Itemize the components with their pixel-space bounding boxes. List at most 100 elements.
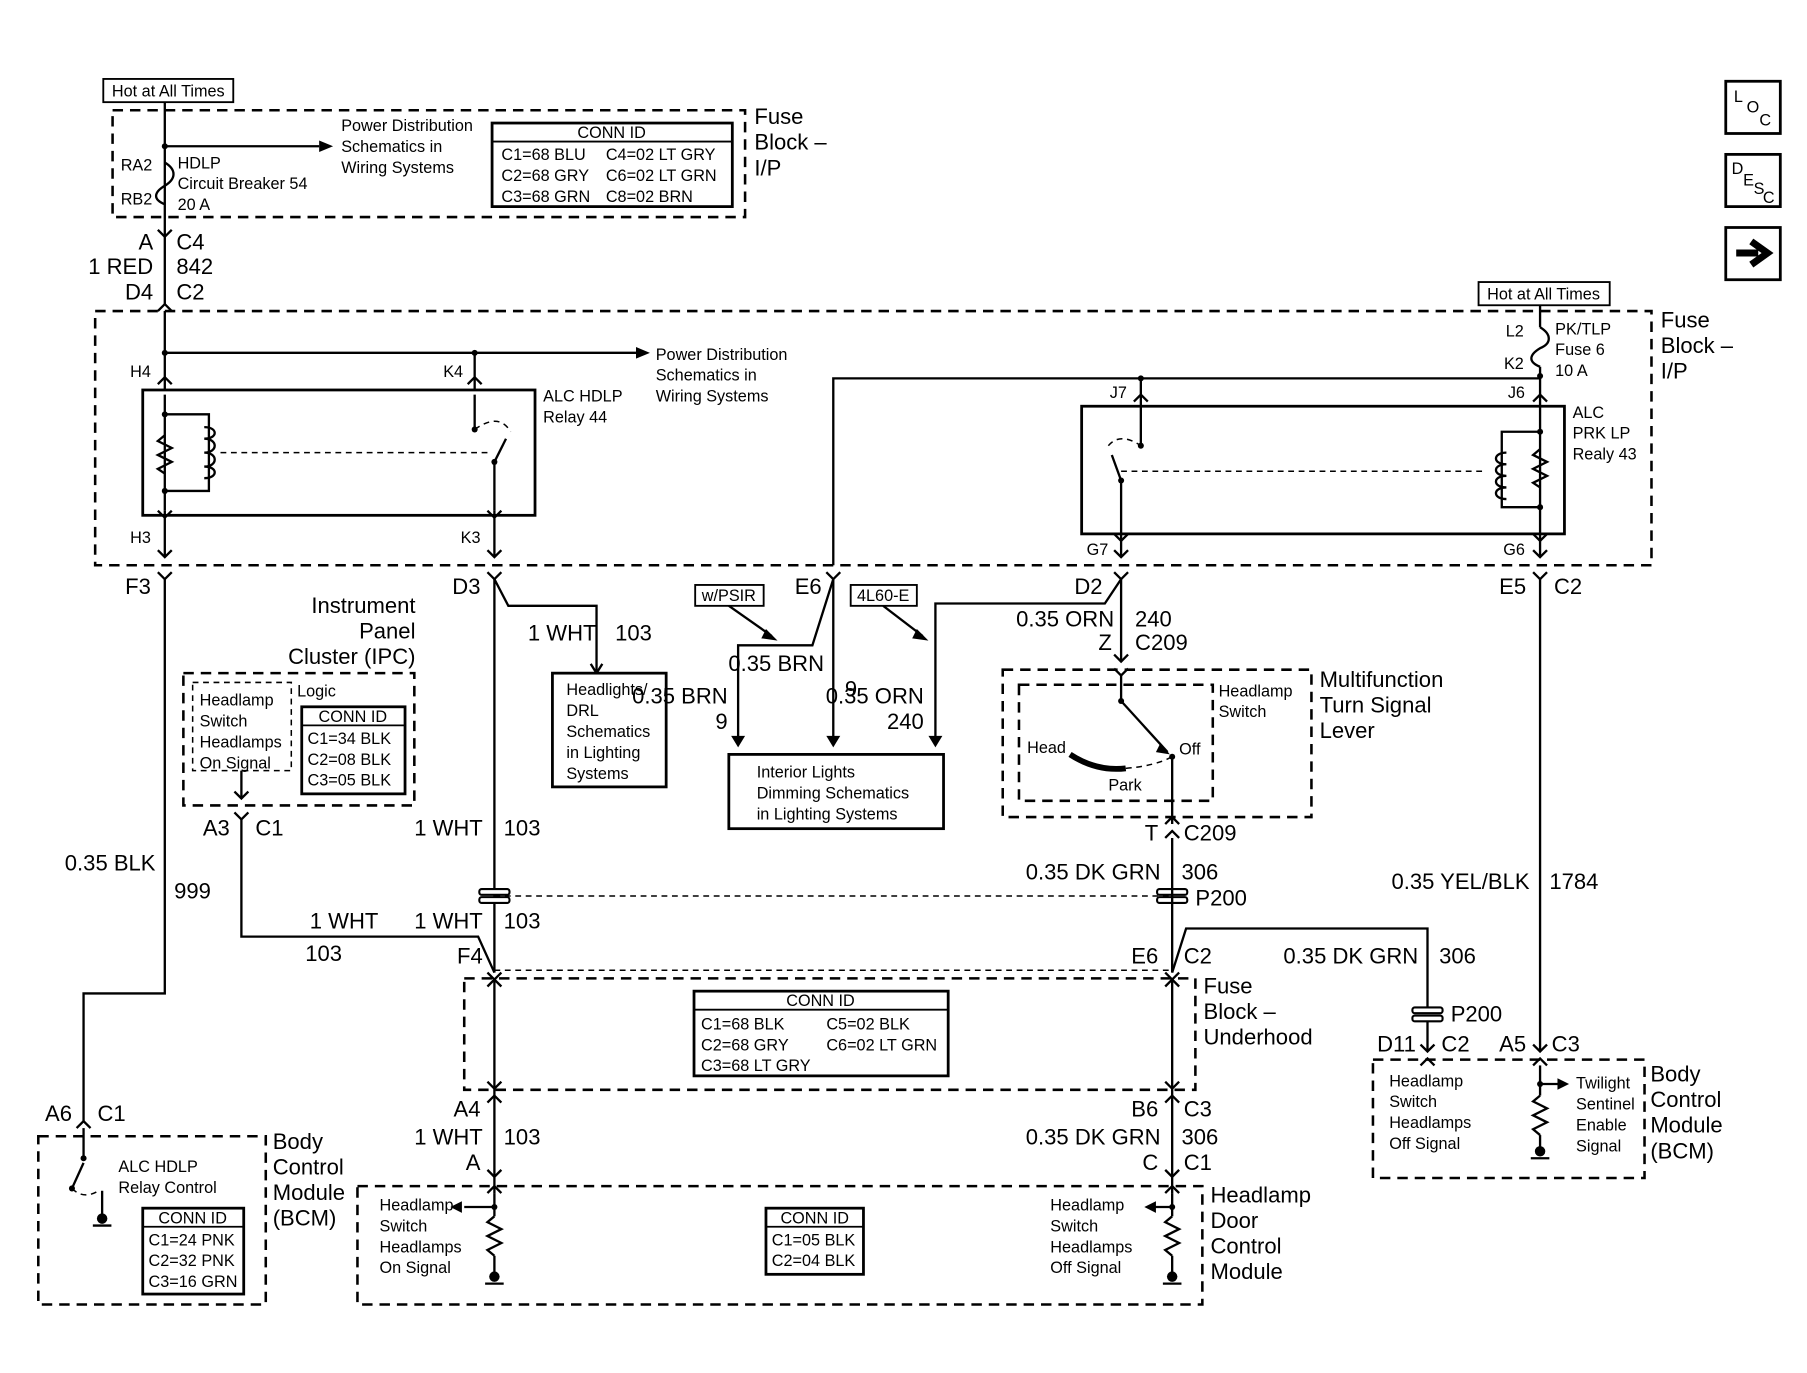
svg-text:C4=02 LT GRY: C4=02 LT GRY [606, 146, 716, 164]
conn-c1-hdcm: C1 [1184, 1150, 1212, 1175]
pin-b6: B6 [1131, 1096, 1158, 1121]
svg-text:Hot at All Times: Hot at All Times [1487, 285, 1600, 303]
ground-icon [1162, 1271, 1182, 1285]
pin-a5: A5 [1499, 1031, 1526, 1056]
head-position-label: Head [1027, 739, 1066, 757]
circuit-1784: 1784 [1549, 869, 1598, 894]
svg-text:C2=32 PNK: C2=32 PNK [149, 1252, 235, 1270]
fuse-block-ip-top [111, 109, 747, 219]
resistor-icon [1530, 448, 1550, 489]
conn-d2: D2 [1074, 574, 1102, 599]
bcm-right-module [1371, 1058, 1646, 1180]
desc-label-s: S [1754, 180, 1765, 198]
pin-h4: H4 [130, 363, 151, 381]
w-psir-label: w/PSIR [694, 584, 765, 607]
pin-h3: H3 [130, 529, 151, 547]
svg-text:C2=68 GRY: C2=68 GRY [701, 1036, 789, 1054]
conn-f4: F4 [457, 943, 483, 968]
bcm-left-module [37, 1134, 268, 1306]
pin-a3: A3 [203, 816, 230, 841]
interior-lights-ref-box [727, 753, 945, 831]
conn-c209-top: C209 [1135, 630, 1188, 655]
svg-text:C6=02 LT GRN: C6=02 LT GRN [826, 1036, 937, 1054]
pin-a-hdcm: A [466, 1150, 481, 1175]
circuit-9-b: 9 [845, 676, 857, 701]
svg-text:C3=68 LT GRY: C3=68 LT GRY [701, 1057, 811, 1075]
pin-a4: A4 [454, 1096, 481, 1121]
conn-e6: E6 [795, 574, 822, 599]
conn-c3-bcm-right: C3 [1552, 1031, 1580, 1056]
loc-label-c: C [1759, 111, 1771, 129]
circuit-240-b: 240 [1135, 607, 1172, 632]
pin-d4: D4 [125, 279, 153, 304]
circuit-306-c: 306 [1181, 1124, 1218, 1149]
off-position-label: Off [1179, 740, 1201, 758]
wire-color-103-c: 1 WHT [310, 908, 379, 933]
svg-text:Hot at All Times: Hot at All Times [112, 82, 225, 100]
svg-text:C8=02 BRN: C8=02 BRN [606, 188, 693, 206]
wire-color-842: 1 RED [88, 254, 153, 279]
circuit-103-d: 103 [504, 908, 541, 933]
svg-text:C1=05 BLK: C1=05 BLK [772, 1231, 856, 1249]
loc-label-o: O [1747, 99, 1760, 117]
circuit-103-e: 103 [504, 1124, 541, 1149]
pin-k2: K2 [1504, 355, 1524, 373]
circuit-306-b: 306 [1439, 943, 1476, 968]
underhood-conn-id-table: CONN ID C1=68 BLK C5=02 BLK C2=68 GRY C6… [692, 989, 950, 1078]
wire-color-999: 0.35 BLK [65, 850, 156, 875]
wire-color-240-b: 0.35 ORN [1016, 607, 1114, 632]
svg-text:CONN ID: CONN ID [577, 124, 646, 142]
conn-c2-bcm-right: C2 [1441, 1031, 1469, 1056]
wire-color-240-a: 0.35 ORN [826, 683, 924, 708]
conn-c4: C4 [176, 230, 204, 255]
headlamp-door-control-module [356, 1184, 1204, 1306]
ipc-module [182, 671, 416, 807]
ipc-conn-id-table: CONN ID C1=34 BLK C2=08 BLK C3=05 BLK [300, 705, 407, 796]
conn-c1-ipc: C1 [255, 816, 283, 841]
conn-id-table-top: CONN ID C1=68 BLU C4=02 LT GRY C2=68 GRY… [490, 121, 734, 208]
circuit-103-a: 103 [615, 621, 652, 646]
headlamp-switch-box [1017, 683, 1215, 803]
conn-c3-underhood: C3 [1184, 1096, 1212, 1121]
svg-text:w/PSIR: w/PSIR [701, 587, 756, 605]
svg-text:C2=68 GRY: C2=68 GRY [501, 167, 589, 185]
svg-text:CONN ID: CONN ID [319, 708, 388, 726]
svg-text:C1=68 BLU: C1=68 BLU [501, 146, 585, 164]
desc-label-c: C [1763, 189, 1775, 207]
svg-text:C1=24 PNK: C1=24 PNK [149, 1231, 235, 1249]
splice-p200-a: P200 [1195, 885, 1246, 910]
coil-icon [204, 425, 216, 480]
pin-ra2: RA2 [121, 157, 153, 175]
svg-text:C3=68 GRN: C3=68 GRN [501, 188, 590, 206]
circuit-842: 842 [176, 254, 213, 279]
pin-a6: A6 [45, 1101, 72, 1126]
svg-text:4L60-E: 4L60-E [857, 587, 910, 605]
coil-icon [1494, 451, 1507, 501]
svg-text:CONN ID: CONN ID [158, 1209, 227, 1227]
svg-text:CONN ID: CONN ID [780, 1209, 849, 1227]
loc-button[interactable]: L O C [1724, 79, 1782, 135]
conn-d3: D3 [452, 574, 480, 599]
conn-c2-842: C2 [176, 279, 204, 304]
alc-prk-lp-relay-43 [1080, 404, 1566, 536]
desc-button[interactable]: D E S C [1724, 152, 1782, 208]
wire-color-9-a: 0.35 BRN [632, 683, 728, 708]
svg-text:CONN ID: CONN ID [786, 992, 855, 1010]
ipc-logic-box [191, 681, 293, 772]
fuse-icon [1530, 326, 1550, 368]
wire-color-103-d: 1 WHT [414, 908, 483, 933]
next-page-button[interactable] [1724, 226, 1782, 282]
